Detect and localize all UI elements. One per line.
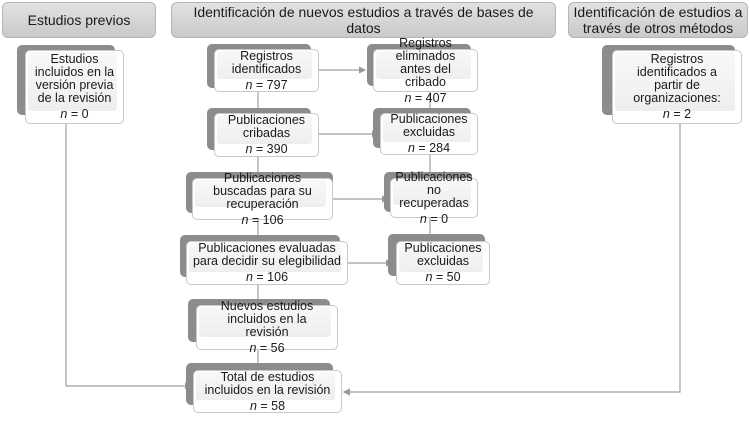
box-count: n = 797 — [245, 77, 288, 92]
box-text: Publicaciones excluidas — [404, 241, 482, 268]
box-text: Publicaciones excluidas — [390, 112, 468, 139]
box-text: Registros identificados a partir de orga… — [633, 52, 721, 105]
box-total-included: Total de estudios incluidos en la revisi… — [193, 370, 342, 413]
box-new-included: Nuevos estudios incluidos en la revisión… — [196, 300, 338, 355]
box-screened: Publicaciones cribadas n = 390 — [214, 113, 319, 157]
box-excluded-screening: Publicaciones excluidas n = 284 — [380, 113, 478, 155]
box-count: n = 284 — [407, 141, 451, 155]
box-count: n = 50 — [425, 270, 461, 284]
box-text: Publicaciones no recuperadas — [395, 169, 473, 210]
box-count: n = 56 — [249, 341, 285, 355]
arrow-other-to-total — [342, 124, 681, 396]
box-text: Publicaciones evaluadas para decidir su … — [192, 241, 341, 268]
box-text: Publicaciones cribadas — [227, 113, 306, 140]
box-count: n = 106 — [241, 212, 284, 227]
box-previous-included: Estudios incluidos en la versión previa … — [25, 50, 124, 124]
header-other-methods: Identificación de estudios a través de o… — [568, 2, 748, 38]
box-sought: Publicaciones buscadas para su recuperac… — [192, 171, 333, 226]
header-text: Identificación de nuevos estudios a trav… — [193, 4, 534, 36]
box-assessed: Publicaciones evaluadas para decidir su … — [186, 241, 348, 285]
box-text: Nuevos estudios incluidos en la revisión — [220, 299, 314, 339]
box-count: n = 407 — [404, 90, 447, 105]
box-text: Registros identificados — [231, 48, 302, 76]
box-text: Publicaciones buscadas para su recuperac… — [213, 170, 312, 211]
box-count: n = 0 — [419, 211, 449, 226]
box-organizations: Registros identificados a partir de orga… — [612, 50, 742, 124]
header-previous-studies: Estudios previos — [2, 2, 156, 38]
box-text: Estudios incluidos en la versión previa … — [34, 52, 115, 105]
header-database-identification: Identificación de nuevos estudios a trav… — [171, 2, 556, 38]
header-text: Identificación de estudios a través de o… — [573, 4, 743, 36]
box-count: n = 106 — [245, 270, 289, 284]
box-text: Registros eliminados antes del cribado — [395, 35, 456, 89]
box-count: n = 2 — [662, 107, 692, 121]
box-count: n = 390 — [245, 142, 288, 156]
box-text: Total de estudios incluidos en la revisi… — [204, 369, 331, 397]
box-excluded-eligibility: Publicaciones excluidas n = 50 — [396, 241, 490, 285]
arrow-previous-to-total — [65, 124, 193, 390]
box-count: n = 58 — [249, 398, 286, 413]
box-count: n = 0 — [60, 107, 89, 121]
header-text: Estudios previos — [27, 12, 131, 28]
